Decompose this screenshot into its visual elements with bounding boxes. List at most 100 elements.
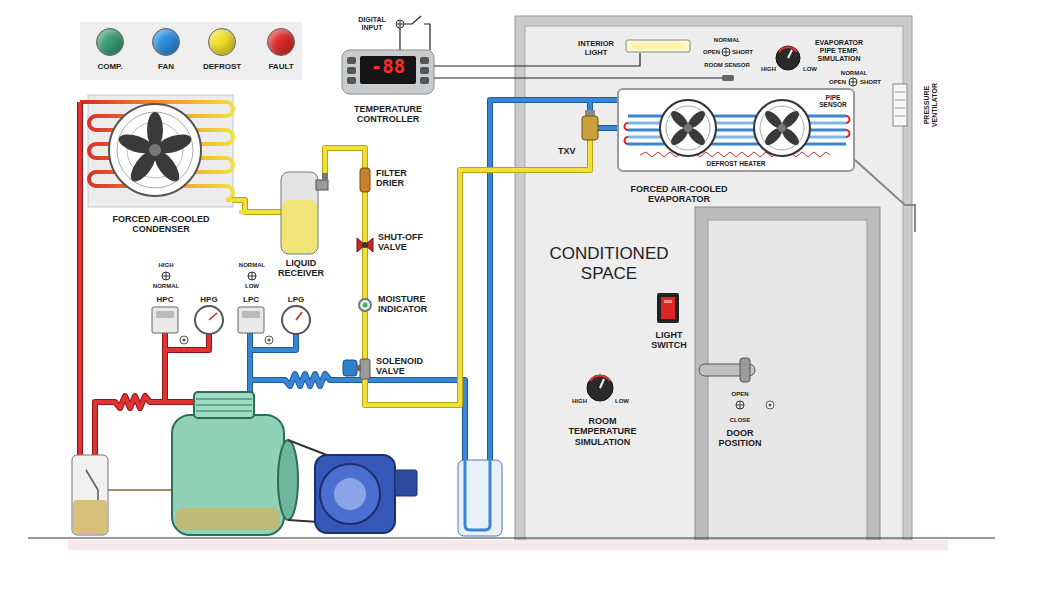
door-leaf: [695, 207, 880, 540]
moisture-indicator: MOISTURE INDICATOR: [352, 290, 446, 324]
switch-symbols: [722, 48, 730, 56]
red-discharge-pipe: [80, 102, 209, 455]
evaporator-coil: [660, 100, 716, 156]
oil-separator: [72, 455, 172, 535]
refrigerant-pipe: [365, 162, 590, 405]
oil-separator: [86, 470, 98, 500]
part-label: HPC: [151, 295, 179, 304]
switch-symbols: [849, 78, 857, 86]
part-label: EVAPORATOR PIPE TEMP. SIMULATION: [812, 39, 866, 63]
label-holder: CONDITIONED SPACE: [543, 244, 675, 283]
switch-symbols: [268, 339, 271, 342]
motor: [334, 478, 366, 510]
control-wires: [400, 16, 722, 78]
conditioned-space: CONDITIONED SPACE PIPE SENSORDEFROST HEAT…: [515, 16, 912, 540]
label-holder: SHORT: [860, 79, 886, 86]
evaporator-coil: [625, 116, 850, 144]
switch-symbols: [769, 404, 772, 407]
component-label: OPEN: [725, 391, 755, 398]
room-walls: [515, 16, 912, 540]
switch-symbols: [162, 272, 170, 280]
floor: [28, 538, 995, 550]
door-leaf: [695, 207, 880, 540]
component-label: LIQUID RECEIVER: [270, 258, 332, 279]
controller-housing: [342, 50, 434, 94]
filter-drier-icon: [360, 168, 370, 192]
yellow-liquid-pipe: [232, 140, 590, 405]
label-holder: HPC: [151, 295, 179, 304]
component-label: LIGHT SWITCH: [644, 330, 694, 351]
sight-glass-icon: [359, 299, 371, 311]
accumulator: [458, 460, 502, 536]
label-holder: ROOM SENSOR: [702, 62, 752, 69]
pressure-controls: [242, 311, 260, 318]
indicator-lamp: DEFROST: [194, 28, 250, 71]
label-holder: NORMAL: [711, 37, 743, 44]
switch-symbols: [248, 272, 256, 280]
part-label: LPG: [282, 295, 310, 304]
motor: [315, 455, 395, 533]
liquid-receiver-tank: [282, 200, 317, 253]
evaporator-coil: [666, 106, 710, 150]
part-label: PRESSURE VENTILATOR: [923, 73, 939, 137]
part-label: HIGH: [754, 66, 776, 73]
control-wires: [434, 53, 722, 78]
solenoid-icon: [343, 360, 357, 376]
part-label: NORMAL: [838, 70, 870, 77]
txv-icon: [582, 116, 598, 140]
label-holder: OPEN: [725, 391, 755, 398]
part-label: INTERIOR LIGHT: [570, 40, 622, 57]
component-label: CLOSE: [725, 417, 755, 424]
evaporator-unit: PIPE SENSORDEFROST HEATERFORCED AIR-COOL…: [617, 88, 855, 172]
lamp-label: DEFROST: [194, 62, 250, 71]
part-label: OPEN: [822, 79, 846, 86]
filter-drier: FILTER DRIER: [352, 164, 432, 198]
motor: [320, 464, 380, 524]
part-label: LPC: [237, 295, 265, 304]
label-holder: OPEN: [822, 79, 846, 86]
evaporator-coil: [760, 106, 804, 150]
lamp-swatch: [152, 28, 180, 56]
part-label: LOW: [236, 283, 268, 290]
solenoid-icon: [360, 359, 370, 379]
part-label: NORMAL: [148, 283, 184, 290]
refrigerant-pipe: [363, 324, 367, 352]
refrigerant-pipe: [325, 148, 365, 166]
room-temp-knob: [590, 376, 610, 381]
part-label: SHORT: [732, 49, 758, 56]
pipe-temp-knob: [788, 50, 792, 58]
evaporator-coil: [684, 124, 692, 132]
condenser-coil: [88, 95, 233, 207]
pipe-temp-knob: [776, 46, 800, 70]
switch-symbols: [265, 336, 273, 344]
blue-suction-pipe: [250, 100, 630, 460]
controller-housing: [342, 50, 434, 94]
controller-housing: [420, 57, 429, 64]
room-temperature-knob: HIGHLOWROOM TEMPERATURE SIMULATION: [555, 372, 652, 452]
interior-light-fixture: [626, 40, 690, 52]
light-switch-icon: [664, 300, 672, 303]
evaporator-coil: [617, 88, 855, 172]
label-holder: NORMAL: [234, 262, 270, 269]
component-label: PIPE SENSOR: [815, 94, 851, 109]
refrigerant-pipe: [363, 198, 367, 228]
floor: [68, 540, 948, 550]
label-holder: LPG: [282, 295, 310, 304]
label-holder: HIGH: [150, 262, 182, 269]
accumulator: [465, 460, 490, 530]
condenser-coil: [149, 144, 161, 156]
label-holder: LPC: [237, 295, 265, 304]
oil-separator: [72, 455, 108, 535]
yellow-liquid-pipe: [232, 140, 590, 405]
condenser-coil: [80, 102, 233, 200]
component-label: FORCED AIR-COOLED EVAPORATOR: [619, 184, 739, 205]
light-switch-icon: [657, 293, 679, 323]
label-holder: PRESSURE VENTILATOR: [923, 73, 939, 137]
switch-symbols: [183, 339, 186, 342]
pressure-controls: [238, 307, 264, 333]
refrigerant-pipe: [363, 262, 367, 290]
switch-symbols: [736, 401, 744, 409]
switch-symbols: [736, 401, 744, 409]
